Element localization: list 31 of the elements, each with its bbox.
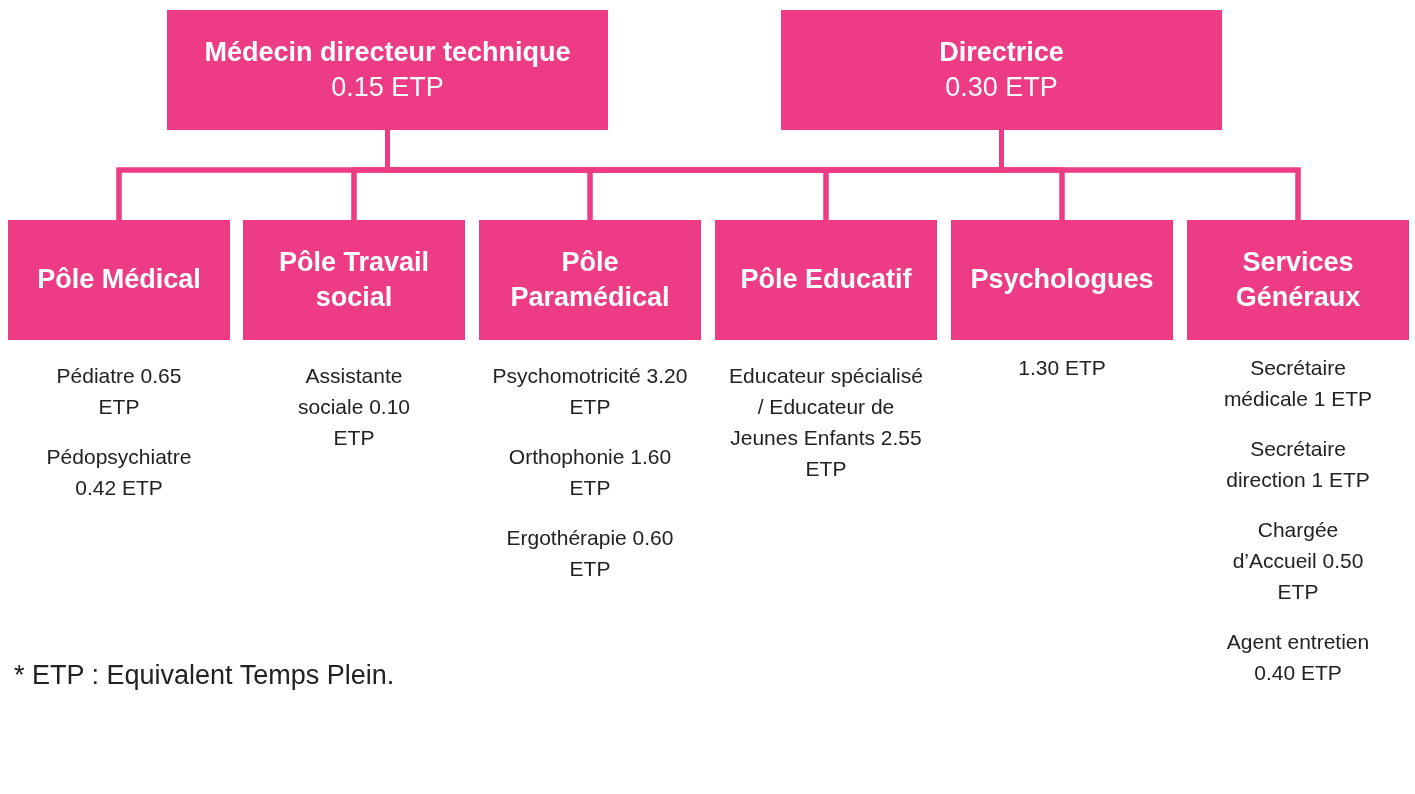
staff-entry: Psychomotricité 3.20 ETP xyxy=(491,363,689,420)
box-title: Médecin directeur technique xyxy=(204,35,571,69)
staff-entry: Chargée d’Accueil 0.50 ETP xyxy=(1231,517,1365,605)
fte-value: 0.30 ETP xyxy=(945,71,1058,104)
department-box xyxy=(479,220,701,340)
department-box xyxy=(1187,220,1409,340)
box-title: Pôle Educatif xyxy=(740,263,912,297)
role-box xyxy=(167,10,608,130)
staff-entry: Educateur spécialisé / Educateur de Jeunes Enfants 2.55 ETP xyxy=(728,363,924,482)
department-box xyxy=(8,220,230,340)
staff-entry: 1.30 ETP xyxy=(1017,355,1107,381)
fte-value: 0.15 ETP xyxy=(331,71,444,104)
department-box xyxy=(951,220,1173,340)
box-title: Pôle Paramédical xyxy=(509,245,671,314)
staff-entry: Secrétaire médicale 1 ETP xyxy=(1223,355,1373,412)
staff-entry: Assistante sociale 0.10 ETP xyxy=(296,363,412,451)
box-title: Services Généraux xyxy=(1234,245,1362,314)
staff-entry: Pédiatre 0.65 ETP xyxy=(55,363,183,420)
staff-entry: Ergothérapie 0.60 ETP xyxy=(505,525,675,582)
footnote: * ETP : Equivalent Temps Plein. xyxy=(14,660,395,691)
role-box xyxy=(781,10,1222,130)
box-title: Psychologues xyxy=(970,263,1154,297)
box-title: Pôle Médical xyxy=(37,263,201,297)
department-box xyxy=(243,220,465,340)
box-title: Directrice xyxy=(939,35,1064,69)
staff-entry: Pédopsychiatre 0.42 ETP xyxy=(45,444,193,501)
staff-entry: Secrétaire direction 1 ETP xyxy=(1225,436,1371,493)
staff-entry: Orthophonie 1.60 ETP xyxy=(507,444,673,501)
staff-entry: Agent entretien 0.40 ETP xyxy=(1225,629,1371,686)
box-title: Pôle Travail social xyxy=(277,245,431,314)
department-box xyxy=(715,220,937,340)
